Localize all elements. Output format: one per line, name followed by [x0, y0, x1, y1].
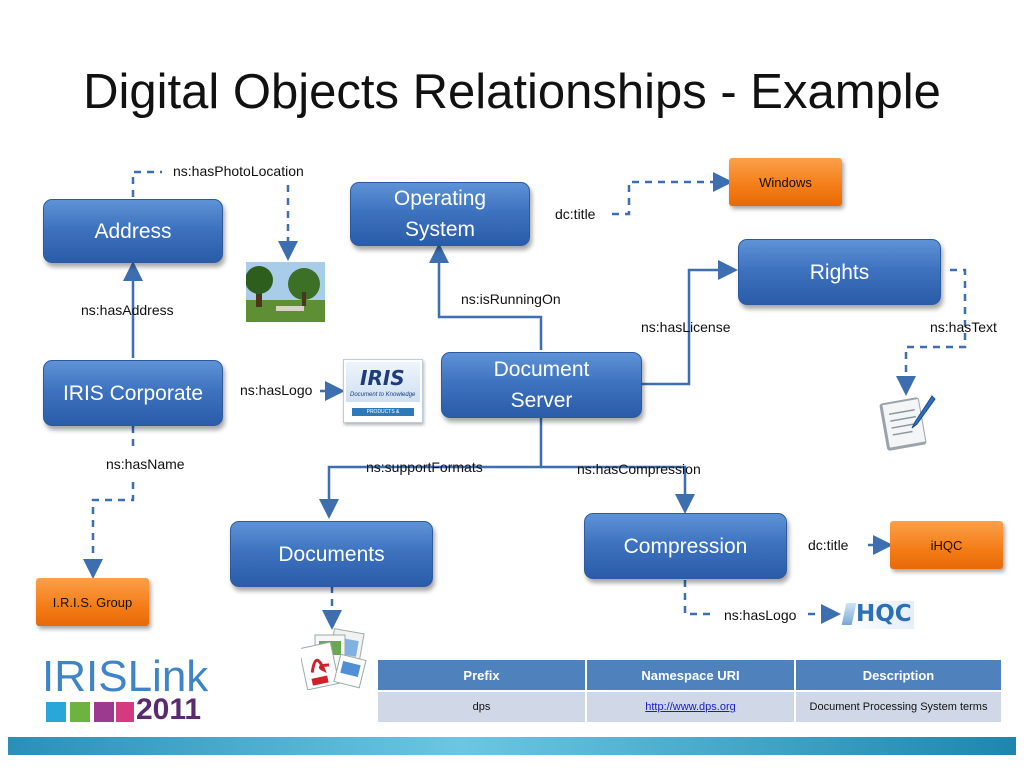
link-is-running-on — [429, 243, 543, 350]
table-row: dps http://www.dps.org Document Processi… — [376, 690, 1003, 724]
value-windows: Windows — [729, 158, 842, 206]
node-iris-corporate: IRIS Corporate — [43, 360, 223, 426]
label-has-address: ns:hasAddress — [81, 302, 174, 318]
node-operating-system-label: Operating System — [393, 187, 487, 241]
node-operating-system: Operating System — [350, 182, 530, 246]
label-has-compression: ns:hasCompression — [577, 461, 701, 477]
iris-logo-text: IRIS — [360, 366, 405, 390]
value-iris-group: I.R.I.S. Group — [36, 578, 149, 626]
node-document-server-label: Document Server — [493, 358, 590, 412]
node-rights: Rights — [738, 239, 941, 305]
value-windows-label: Windows — [759, 174, 812, 190]
link-has-text — [896, 268, 967, 396]
label-has-photo-location: ns:hasPhotoLocation — [173, 163, 304, 179]
document-pen-icon — [879, 395, 936, 451]
table-header-row: Prefix Namespace URI Description — [376, 658, 1003, 692]
namespace-uri-link[interactable]: http://www.dps.org — [645, 701, 736, 713]
value-ihqc: iHQC — [890, 521, 1003, 569]
link-has-compression — [541, 465, 695, 514]
table-header-prefix: Prefix — [376, 658, 587, 692]
node-address-label: Address — [94, 219, 172, 243]
table-header-uri: Namespace URI — [585, 658, 796, 692]
table-header-description: Description — [794, 658, 1003, 692]
link-has-logo-hqc-1 — [683, 580, 715, 616]
label-has-logo-iris: ns:hasLogo — [240, 382, 313, 398]
node-documents-label: Documents — [278, 542, 385, 566]
link-has-name-2 — [83, 482, 135, 579]
value-iris-group-label: I.R.I.S. Group — [52, 594, 133, 610]
node-compression: Compression — [584, 513, 787, 579]
iris-logo-bar: PRODUCTS & TECHNOLOGIES — [352, 408, 414, 423]
label-has-name: ns:hasName — [106, 456, 185, 472]
photo-thumbnail — [246, 262, 325, 322]
table-cell-description: Document Processing System terms — [794, 690, 1003, 724]
link-photo-1 — [131, 170, 162, 197]
table-cell-uri: http://www.dps.org — [585, 690, 796, 724]
irislink-logo-year: 2011 — [136, 693, 202, 726]
namespace-table: Prefix Namespace URI Description dps htt… — [376, 658, 1003, 724]
label-has-license: ns:hasLicense — [641, 319, 731, 335]
link-has-license — [640, 260, 738, 386]
iris-logo-tagline: Document to Knowledge — [350, 392, 416, 398]
irislink-logo-text: IRISLink — [42, 652, 209, 701]
node-rights-label: Rights — [809, 260, 870, 284]
link-support-formats — [319, 417, 543, 519]
node-iris-corporate-label: IRIS Corporate — [62, 381, 204, 405]
link-dc-title-os — [612, 172, 733, 216]
colored-cubes-icon — [46, 702, 134, 722]
node-compression-label: Compression — [623, 534, 748, 558]
value-ihqc-label: iHQC — [930, 537, 963, 553]
label-is-running-on: ns:isRunningOn — [461, 291, 561, 307]
footer-bar — [8, 737, 1016, 755]
node-address: Address — [43, 199, 223, 263]
hqc-logo-text: HQC — [856, 601, 912, 627]
file-formats-icon — [301, 628, 367, 690]
iris-logo: IRIS Document to Knowledge PRODUCTS & TE… — [343, 359, 423, 423]
label-dc-title-comp: dc:title — [808, 537, 849, 553]
label-dc-title-os: dc:title — [555, 206, 596, 222]
hqc-logo: HQC — [841, 601, 914, 629]
node-documents: Documents — [230, 521, 433, 587]
label-has-text: ns:hasText — [930, 319, 997, 335]
slide-title: Digital Objects Relationships - Example — [83, 65, 941, 119]
label-support-formats: ns:supportFormats — [366, 459, 483, 475]
table-cell-prefix: dps — [376, 690, 587, 724]
node-document-server: Document Server — [441, 352, 642, 418]
label-has-logo-hqc: ns:hasLogo — [724, 607, 797, 623]
